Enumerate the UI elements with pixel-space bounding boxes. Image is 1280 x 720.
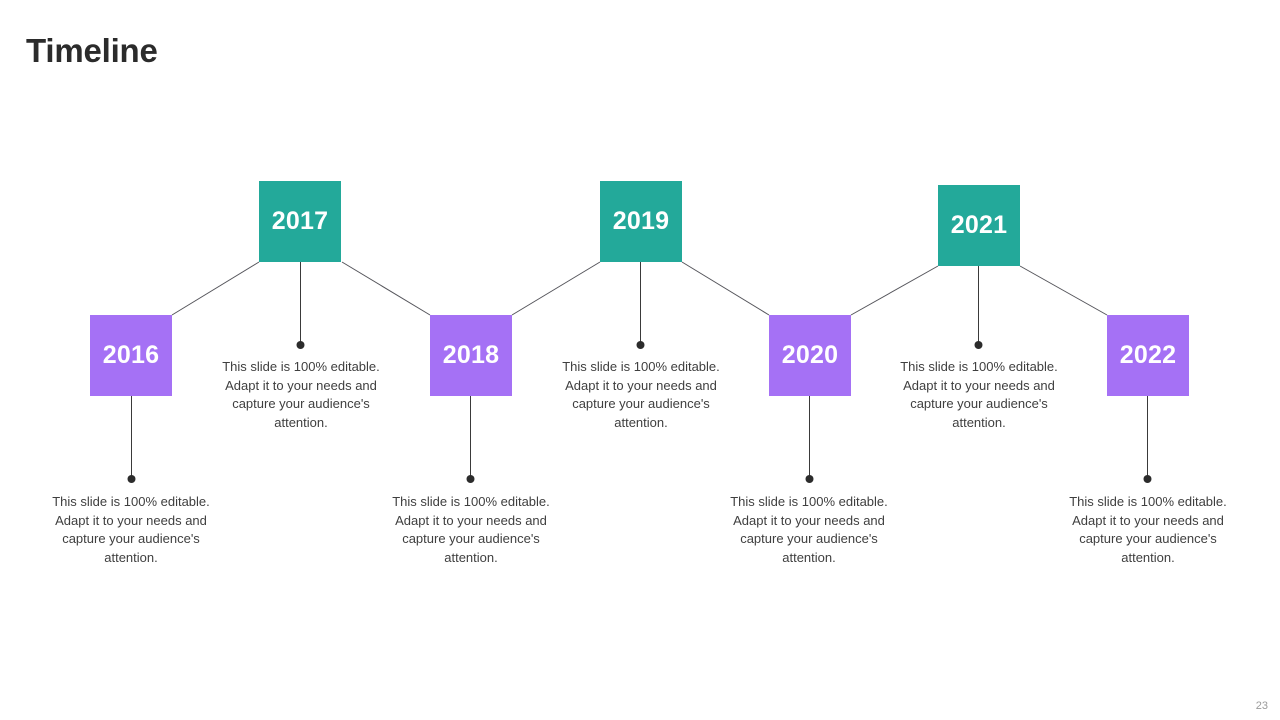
milestone-year-label: 2017 — [271, 207, 329, 235]
milestone-description-2017: This slide is 100% editable. Adapt it to… — [222, 359, 380, 430]
diagonal-2019-2020 — [681, 261, 770, 316]
milestone-year-label: 2021 — [950, 211, 1008, 239]
milestone-year-label: 2022 — [1119, 341, 1177, 369]
milestone-description-2016: This slide is 100% editable. Adapt it to… — [52, 494, 210, 565]
diagonal-2020-2021 — [850, 265, 939, 316]
page-number: 23 — [1255, 700, 1268, 712]
milestone-year-label: 2020 — [781, 341, 839, 369]
stem-dot-2018 — [466, 475, 475, 483]
milestone-box-2021[interactable]: 2021 — [938, 185, 1020, 266]
milestone-box-2020[interactable]: 2020 — [769, 315, 851, 396]
milestone-description-2020: This slide is 100% editable. Adapt it to… — [730, 494, 888, 565]
stem-dot-2020 — [805, 475, 814, 483]
diagonal-2018-2019 — [511, 261, 601, 316]
milestone-description-2021: This slide is 100% editable. Adapt it to… — [900, 359, 1058, 430]
stem-dot-2022 — [1143, 475, 1152, 483]
milestone-box-2022[interactable]: 2022 — [1107, 315, 1189, 396]
stem-dot-2019 — [636, 341, 645, 349]
stem-dot-2016 — [127, 475, 136, 483]
diagonal-2016-2017 — [171, 261, 260, 316]
milestone-box-2018[interactable]: 2018 — [430, 315, 512, 396]
diagonal-2021-2022 — [1019, 265, 1108, 316]
milestone-description-2019: This slide is 100% editable. Adapt it to… — [562, 359, 720, 430]
milestone-box-2017[interactable]: 2017 — [259, 181, 341, 262]
stem-dot-2021 — [974, 341, 983, 349]
milestone-box-2019[interactable]: 2019 — [600, 181, 682, 262]
stem-dot-2017 — [296, 341, 305, 349]
page-title: Timeline — [26, 32, 158, 69]
milestone-description-2018: This slide is 100% editable. Adapt it to… — [392, 494, 550, 565]
milestone-year-label: 2019 — [612, 207, 670, 235]
milestone-year-label: 2016 — [102, 341, 160, 369]
milestone-year-label: 2018 — [442, 341, 500, 369]
milestone-description-2022: This slide is 100% editable. Adapt it to… — [1069, 494, 1227, 565]
milestone-box-2016[interactable]: 2016 — [90, 315, 172, 396]
diagonal-2017-2018 — [341, 261, 431, 316]
